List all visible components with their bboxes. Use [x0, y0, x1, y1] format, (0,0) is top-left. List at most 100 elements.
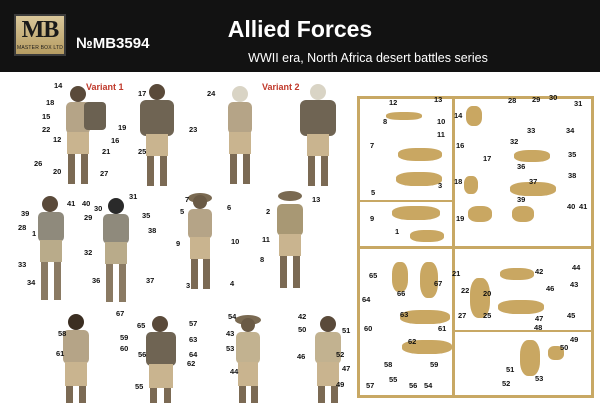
callout-number: 32: [84, 248, 93, 257]
sprue-number: 57: [366, 381, 375, 390]
figure-row-3-soldier-2: [146, 316, 176, 403]
sprue-number: 59: [430, 360, 439, 369]
callout-number: 61: [56, 349, 65, 358]
callout-number: 67: [116, 309, 125, 318]
sprue-number: 32: [510, 137, 519, 146]
callout-number: 43: [226, 329, 235, 338]
callout-number: 53: [226, 344, 235, 353]
sprue-rod-branch: [455, 330, 594, 332]
sprue-number: 20: [483, 289, 492, 298]
sprue-number: 42: [535, 267, 544, 276]
sprue-number: 51: [506, 365, 515, 374]
sprue-number: 67: [434, 279, 443, 288]
sprue-part: [520, 340, 540, 376]
callout-number: 12: [53, 135, 62, 144]
callout-number: 19: [118, 123, 127, 132]
sprue-number: 56: [409, 381, 418, 390]
figure-row-3-soldier-1: [63, 314, 89, 403]
callout-number: 26: [34, 159, 43, 168]
sprue-number: 64: [362, 295, 371, 304]
sprue-part: [400, 310, 450, 324]
callout-number: 10: [231, 237, 240, 246]
callout-number: 58: [58, 329, 67, 338]
sprue-number: 52: [502, 379, 511, 388]
callout-number: 35: [142, 211, 151, 220]
sprue-number: 3: [438, 181, 443, 190]
callout-number: 21: [102, 147, 111, 156]
figure-row-3-soldier-3: [235, 315, 261, 403]
sprue-number: 11: [437, 130, 445, 139]
set-title: Allied Forces: [227, 16, 373, 42]
callout-number: 49: [336, 380, 345, 389]
callout-number: 55: [135, 382, 144, 391]
sprue-rod-branch: [357, 200, 452, 202]
callout-number: 36: [92, 276, 101, 285]
sprue-number: 35: [568, 150, 577, 159]
sprue-part: [386, 112, 422, 120]
sprue-part: [510, 182, 556, 196]
callout-number: 17: [138, 89, 147, 98]
sprue-number: 49: [570, 335, 579, 344]
logo-mark: MB: [21, 17, 60, 43]
catalog-number: №MB3594: [76, 35, 150, 52]
sprue-number: 12: [389, 98, 398, 107]
callout-number: 27: [100, 169, 109, 178]
callout-number: 29: [84, 213, 93, 222]
sprue-part: [392, 206, 440, 220]
callout-number: 62: [187, 359, 196, 368]
callout-number: 24: [207, 89, 216, 98]
callout-number: 8: [260, 255, 265, 264]
callout-number: 40: [82, 199, 91, 208]
sprue-number: 39: [517, 195, 526, 204]
sprue-part: [396, 172, 442, 186]
sprue-number: 7: [370, 141, 375, 150]
sprue-number: 45: [567, 311, 576, 320]
sprue-part: [392, 262, 408, 292]
callout-number: 54: [228, 312, 237, 321]
sprue-number: 66: [397, 289, 406, 298]
callout-number: 11: [262, 235, 270, 244]
sprue-number: 28: [508, 96, 517, 105]
callout-number: 30: [94, 204, 103, 213]
callout-number: 15: [42, 112, 51, 121]
sprue-number: 46: [546, 284, 555, 293]
sprue-part: [470, 278, 490, 318]
sprue-number: 25: [483, 311, 492, 320]
sprue-number: 10: [437, 117, 446, 126]
sprue-number: 27: [458, 311, 467, 320]
sprue-number: 65: [369, 271, 378, 280]
sprue-number: 1: [395, 227, 400, 236]
sprue-number: 44: [572, 263, 581, 272]
sprue-part: [500, 268, 534, 280]
sprue-number: 33: [527, 126, 536, 135]
sprue-part: [398, 148, 442, 161]
callout-number: 56: [138, 350, 147, 359]
callout-number: 52: [336, 350, 345, 359]
sprue-part: [498, 300, 544, 314]
sprue-part: [466, 106, 482, 126]
callout-number: 64: [189, 350, 198, 359]
logo-company: MASTER BOX LTD: [16, 45, 64, 51]
sprue-number: 48: [534, 323, 543, 332]
callout-number: 25: [138, 147, 147, 156]
sprue-number: 9: [370, 214, 375, 223]
callout-number: 18: [46, 98, 55, 107]
callout-number: 22: [42, 125, 51, 134]
sprue-number: 14: [454, 111, 463, 120]
sprue-part: [420, 262, 438, 298]
callout-number: 4: [230, 279, 235, 288]
callout-number: 60: [120, 344, 129, 353]
sprue-number: 8: [383, 117, 388, 126]
sprue-number: 40: [567, 202, 576, 211]
callout-number: 59: [120, 333, 129, 342]
sprue-part: [514, 150, 550, 162]
sprue-number: 5: [371, 188, 376, 197]
sprue-number: 19: [456, 214, 465, 223]
sprue-part: [548, 346, 564, 360]
callout-number: 42: [298, 312, 307, 321]
sprue-number: 13: [434, 95, 443, 104]
callout-number: 5: [180, 207, 185, 216]
callout-number: 13: [312, 195, 321, 204]
callout-number: 63: [189, 335, 198, 344]
callout-number: 16: [111, 136, 120, 145]
